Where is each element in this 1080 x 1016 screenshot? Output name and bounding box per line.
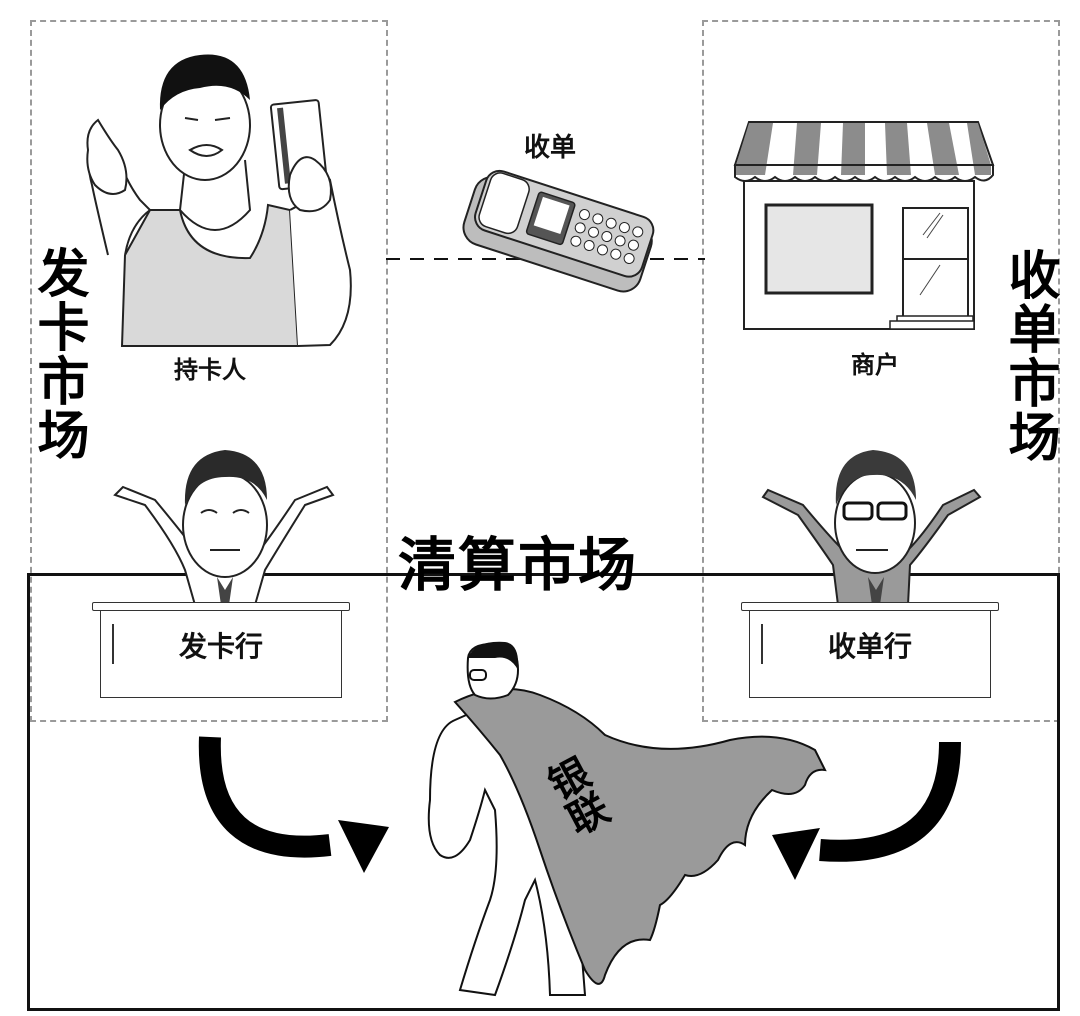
tank-top bbox=[120, 203, 300, 347]
pos-caption: 收单 bbox=[523, 133, 576, 163]
acquiring-market-label: 收单市场 bbox=[999, 248, 1059, 464]
issuer-banker-illustration bbox=[113, 450, 335, 606]
acquirer-bank-desk: 收单行 bbox=[741, 602, 999, 698]
merchant-caption: 商户 bbox=[851, 351, 899, 379]
hero-cape bbox=[453, 687, 827, 985]
issuing-market-label: 发卡市场 bbox=[28, 246, 88, 462]
acquirer-banker-illustration bbox=[761, 450, 982, 606]
acquiring-market-region bbox=[702, 20, 1060, 722]
issuing-market-region bbox=[30, 20, 388, 722]
cardholder-caption: 持卡人 bbox=[174, 356, 246, 384]
merchant-storefront-icon bbox=[733, 121, 995, 330]
unionpay-hero-illustration bbox=[427, 641, 827, 997]
shop-window bbox=[764, 203, 874, 295]
right-hand bbox=[287, 156, 332, 213]
cardholder-hair bbox=[159, 54, 250, 110]
clearing-market-region bbox=[27, 573, 1060, 1011]
pos-terminal-icon bbox=[462, 169, 655, 293]
issuer-bank-desk: 发卡行 bbox=[92, 602, 350, 698]
acquirer-bank-label: 收单行 bbox=[827, 630, 912, 663]
clearing-market-title: 清算市场 bbox=[398, 531, 639, 599]
cardholder-illustration bbox=[86, 54, 352, 347]
left-hand bbox=[86, 118, 128, 195]
issuer-bank-label: 发卡行 bbox=[178, 630, 263, 663]
